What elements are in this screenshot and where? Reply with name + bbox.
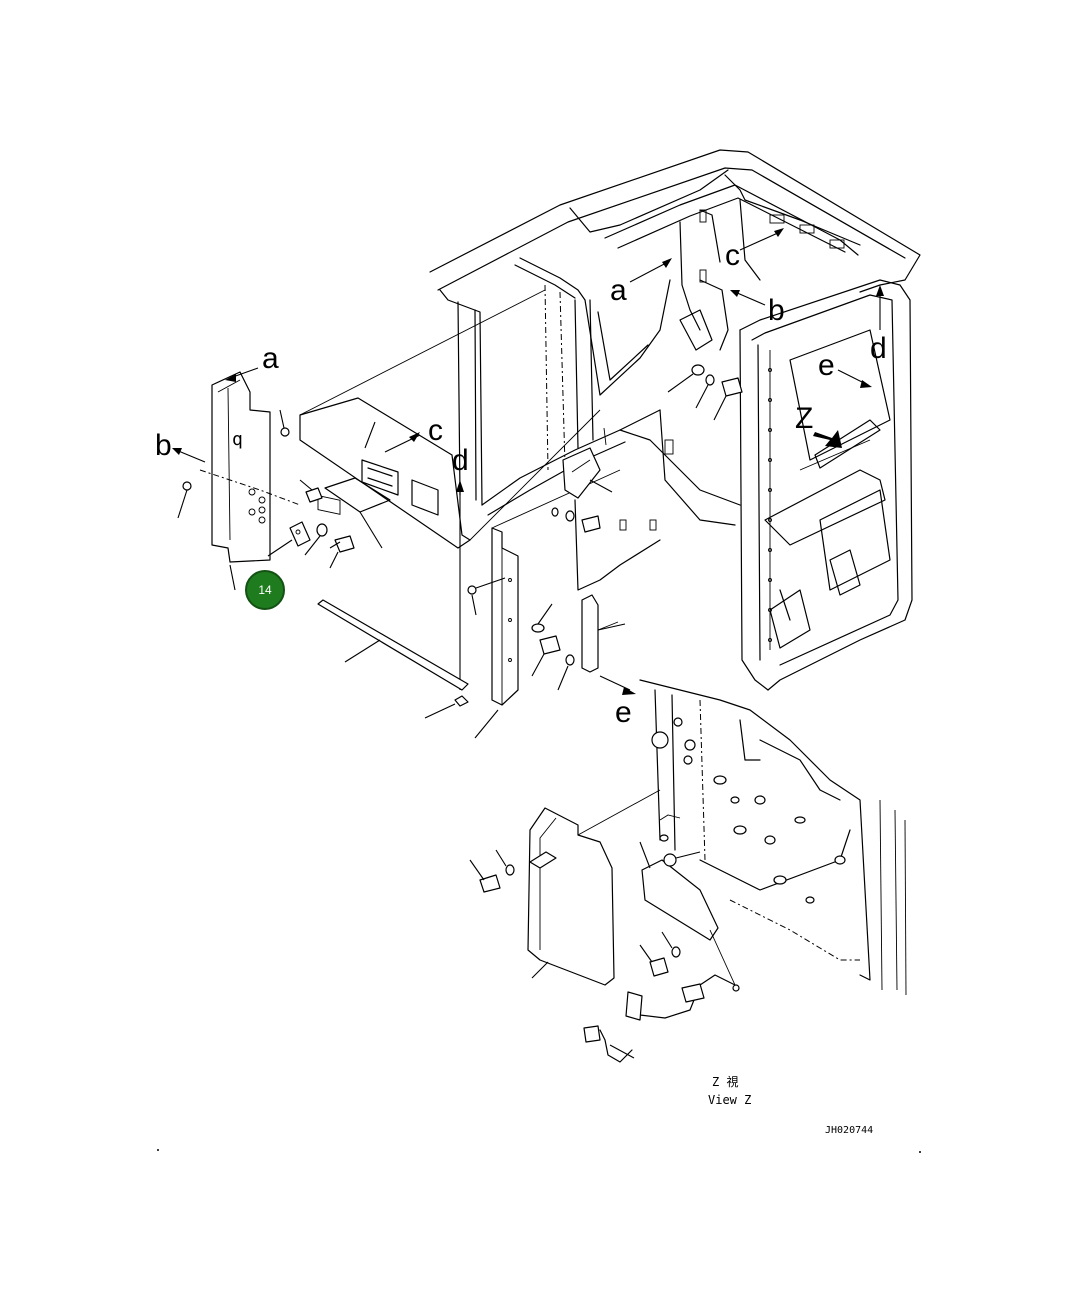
cab-frame	[429, 149, 921, 691]
view-caption-japanese: Z 視	[712, 1074, 738, 1089]
vertical-channel	[467, 469, 621, 739]
long-strip	[317, 599, 469, 719]
callout-badge-14[interactable]: 14	[245, 570, 285, 610]
view-z-marker: Z	[795, 402, 813, 435]
centre-brackets: e	[531, 427, 636, 729]
ref-letter-e-left: e	[615, 696, 632, 729]
lower-right-cover	[583, 834, 740, 1063]
left-side-panel: q a b	[155, 342, 301, 591]
ref-letter-a-right: a	[610, 274, 627, 307]
bracket-and-fasteners	[267, 479, 355, 569]
callout-badge-label: 14	[258, 583, 272, 597]
ref-letter-b-right: b	[768, 294, 785, 327]
ref-letter-e-right: e	[818, 349, 835, 382]
ref-letter-c-right: c	[725, 239, 740, 272]
lower-left-cover	[469, 789, 661, 986]
cab-reference-letters: a c b d e Z	[610, 228, 887, 448]
ref-letter-a-left: a	[262, 342, 279, 375]
view-caption-english: View Z	[708, 1093, 751, 1107]
ref-letter-c-left: c	[428, 414, 443, 447]
floor-plate	[639, 679, 907, 996]
cab-side-bolts	[667, 364, 743, 421]
ref-letter-d-right: d	[870, 332, 887, 365]
view-z-arrow-icon	[813, 430, 842, 448]
upper-cover-plate: c d	[279, 289, 601, 690]
ref-letter-d-left: d	[452, 444, 469, 477]
view-caption: Z 視 View Z	[708, 1074, 751, 1107]
ref-letter-b-left: b	[155, 429, 172, 462]
drawing-number: JH020744	[825, 1125, 873, 1136]
svg-text:q: q	[232, 429, 243, 450]
